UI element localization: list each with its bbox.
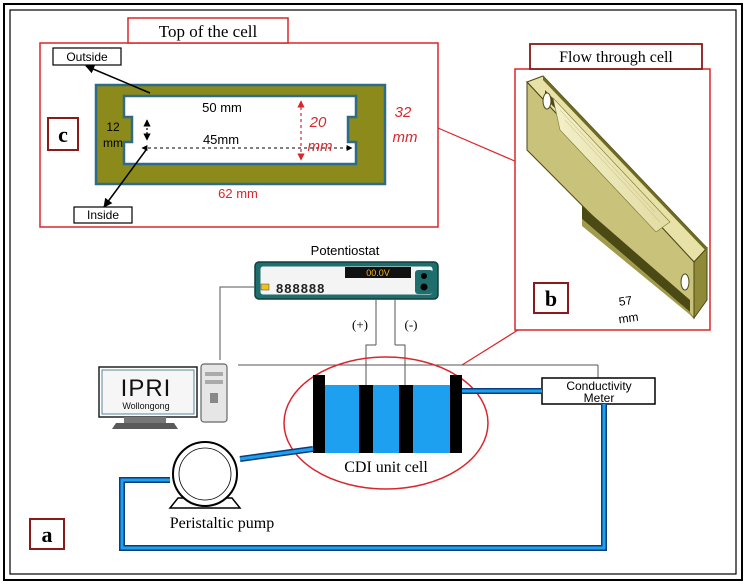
dim-20: 20 bbox=[309, 114, 327, 131]
top-panel-title: Top of the cell bbox=[159, 22, 258, 41]
cdi-unit-cell bbox=[313, 375, 462, 453]
inside-pointer-arrow bbox=[103, 149, 147, 208]
dim-57: 57 bbox=[618, 293, 633, 309]
peristaltic-pump bbox=[168, 441, 242, 509]
outside-label-box bbox=[52, 47, 122, 66]
flow-panel-title: Flow through cell bbox=[559, 49, 673, 66]
cdi-electrode-plus bbox=[359, 385, 373, 453]
cdi-highlight-ellipse bbox=[283, 356, 489, 490]
cell-frame bbox=[94, 83, 387, 186]
panel-a-box bbox=[29, 518, 65, 550]
dim-50mm: 50 mm bbox=[202, 100, 242, 115]
potentiostat-label: Potentiostat bbox=[311, 243, 380, 258]
dim-12: 12 bbox=[106, 120, 120, 134]
cdi-end-plate-right bbox=[450, 375, 462, 453]
panel-c-letter: c bbox=[58, 122, 68, 147]
connector-flow-to-cdi bbox=[461, 329, 519, 366]
plus-label: (+) bbox=[352, 317, 368, 332]
conductivity-line2: Meter bbox=[584, 391, 615, 405]
panel-b-letter: b bbox=[545, 286, 557, 311]
inner-frame bbox=[9, 9, 737, 575]
cdi-end-plate-left bbox=[313, 375, 325, 453]
inside-label: Inside bbox=[87, 208, 119, 222]
cdi-water bbox=[323, 385, 450, 453]
potentiostat-keypad: 888888 bbox=[276, 281, 325, 296]
cdi-electrode-minus bbox=[399, 385, 413, 453]
inside-label-box bbox=[73, 206, 133, 224]
top-of-cell-panel: Top of the cell Outside Inside c 50 mm 4… bbox=[39, 17, 439, 228]
dim-12-unit: mm bbox=[103, 136, 123, 150]
computer-brand: IPRI bbox=[121, 375, 172, 402]
minus-label: (-) bbox=[405, 317, 418, 332]
dim-32-unit: mm bbox=[393, 129, 418, 146]
setup-panel: Potentiostat 00.0V 888888 (+) (-) IPRI W… bbox=[29, 243, 656, 551]
flow-cell-3d bbox=[526, 75, 708, 320]
dim-45mm: 45mm bbox=[203, 132, 239, 147]
wire-minus-electrode bbox=[395, 344, 406, 385]
dim-32: 32 bbox=[395, 104, 412, 121]
panel-a-letter: a bbox=[42, 522, 53, 547]
top-panel-title-box bbox=[127, 17, 289, 44]
wire-potentiostat-computer bbox=[219, 286, 255, 360]
computer: IPRI Wollongong bbox=[98, 363, 228, 429]
dim-62mm: 62 mm bbox=[218, 186, 258, 201]
potentiostat-display: 00.0V bbox=[366, 268, 390, 278]
potentiostat-device: 00.0V 888888 bbox=[254, 261, 439, 300]
outside-label: Outside bbox=[66, 50, 108, 64]
cdi-unit-cell-label: CDI unit cell bbox=[344, 459, 428, 476]
flow-panel-title-box bbox=[529, 43, 703, 70]
conductivity-line1: Conductivity bbox=[566, 379, 631, 393]
peristaltic-pump-label: Peristaltic pump bbox=[170, 515, 274, 532]
wire-plus-electrode bbox=[365, 344, 376, 385]
computer-sub: Wollongong bbox=[122, 401, 169, 411]
dim-20-unit: mm bbox=[308, 138, 333, 155]
panel-b-box bbox=[533, 282, 569, 314]
dim-57-unit: mm bbox=[618, 310, 640, 327]
panel-c-box bbox=[47, 117, 79, 151]
flow-through-cell-panel: Flow through cell b 57 mm bbox=[514, 43, 711, 331]
outside-pointer-arrow bbox=[85, 65, 151, 94]
conductivity-meter-box bbox=[541, 377, 656, 405]
